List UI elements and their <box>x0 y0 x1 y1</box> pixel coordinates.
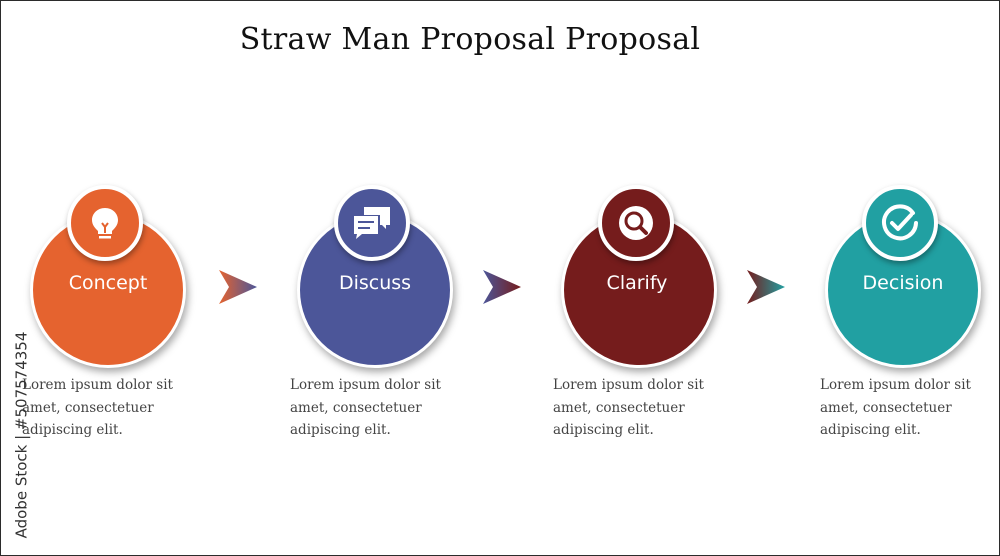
chevron-right-icon <box>745 266 787 308</box>
step-label: Decision <box>862 272 944 294</box>
step-label: Concept <box>68 272 148 294</box>
step-label: Discuss <box>338 272 412 294</box>
lightbulb-icon <box>67 185 143 261</box>
page-title: Straw Man Proposal Proposal <box>239 22 701 57</box>
chevron-right-icon <box>217 266 259 308</box>
chevron-right-icon <box>481 266 523 308</box>
watermark: Adobe Stock | #507574354 <box>12 331 30 539</box>
magnifier-icon <box>598 185 674 261</box>
chat-bubbles-icon <box>334 185 410 261</box>
step-label: Clarify <box>606 272 668 294</box>
check-circle-icon <box>862 185 938 261</box>
